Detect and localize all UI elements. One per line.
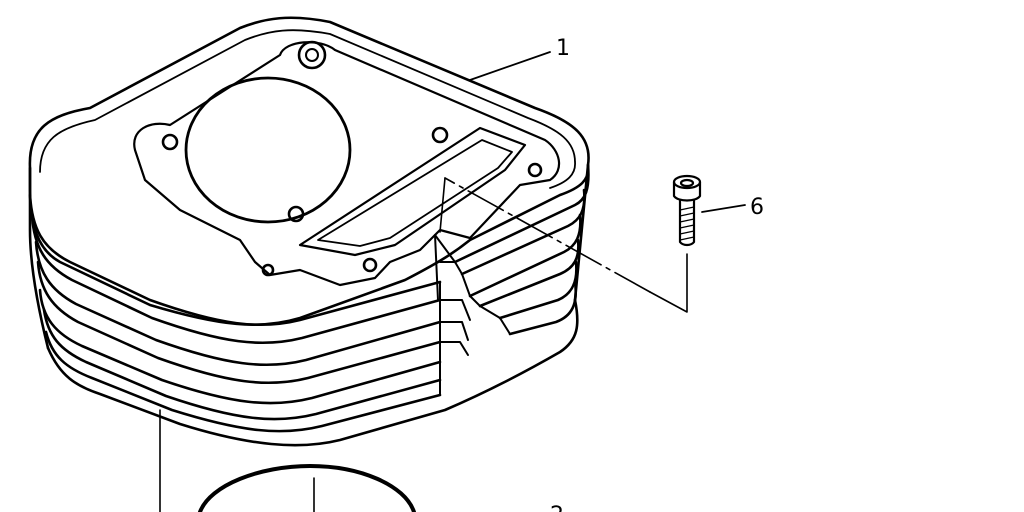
right-fin-2: [460, 188, 586, 276]
cooling-fin-1: [28, 193, 442, 327]
cap-bolt: [672, 174, 702, 247]
cooling-fin-7: [44, 330, 442, 433]
bolt-head: [672, 180, 702, 202]
cylinder-base: [46, 298, 579, 447]
leader-lines: [469, 51, 746, 213]
right-fin-5: [498, 260, 578, 320]
leader-line-1: [469, 51, 551, 81]
bolt-socket: [679, 178, 695, 188]
head-gasket-outline: [133, 41, 561, 287]
stud-hole-right: [431, 126, 449, 144]
callout-2: 2: [550, 503, 564, 512]
port-window-inner: [317, 139, 513, 247]
callout-1: 1: [556, 36, 570, 61]
cylinder-bore: [184, 76, 352, 224]
right-fin-3: [468, 213, 582, 298]
cooling-fin-4: [36, 260, 442, 385]
right-edge: [573, 163, 590, 302]
port-step-a: [439, 299, 471, 356]
stud-hole-rear: [297, 40, 327, 70]
stud-hole-corner-l: [261, 263, 275, 277]
stud-hole-front: [287, 205, 305, 223]
o-ring: [198, 464, 416, 512]
leader-line-6: [701, 204, 746, 213]
port-window: [298, 126, 527, 257]
cooling-fin-6: [42, 308, 442, 421]
cooling-fin-5: [38, 288, 442, 405]
cylinder-deck-lip: [39, 29, 576, 189]
bolt-shank: [678, 198, 696, 247]
port-channel: [434, 234, 511, 335]
cylinder-left-edge: [28, 166, 50, 350]
right-fin-4: [478, 238, 580, 308]
cylinder-block: [28, 16, 590, 447]
bolt-thread: [679, 206, 695, 241]
bolt-axis-drop: [439, 177, 446, 233]
stud-hole-rear-inner: [305, 48, 319, 62]
stud-hole-corner-r: [527, 162, 543, 178]
callout-6: 6: [750, 195, 764, 220]
cooling-fin-3: [34, 240, 442, 367]
stud-hole-left: [161, 133, 179, 151]
assembly-lines: [159, 177, 688, 512]
stud-hole-corner-f: [362, 257, 378, 273]
bolt-axis-dashed: [444, 177, 651, 293]
cylinder-top-deck: [28, 16, 590, 326]
bolt-axis-line: [649, 253, 688, 313]
cooling-fin-2: [30, 213, 442, 345]
